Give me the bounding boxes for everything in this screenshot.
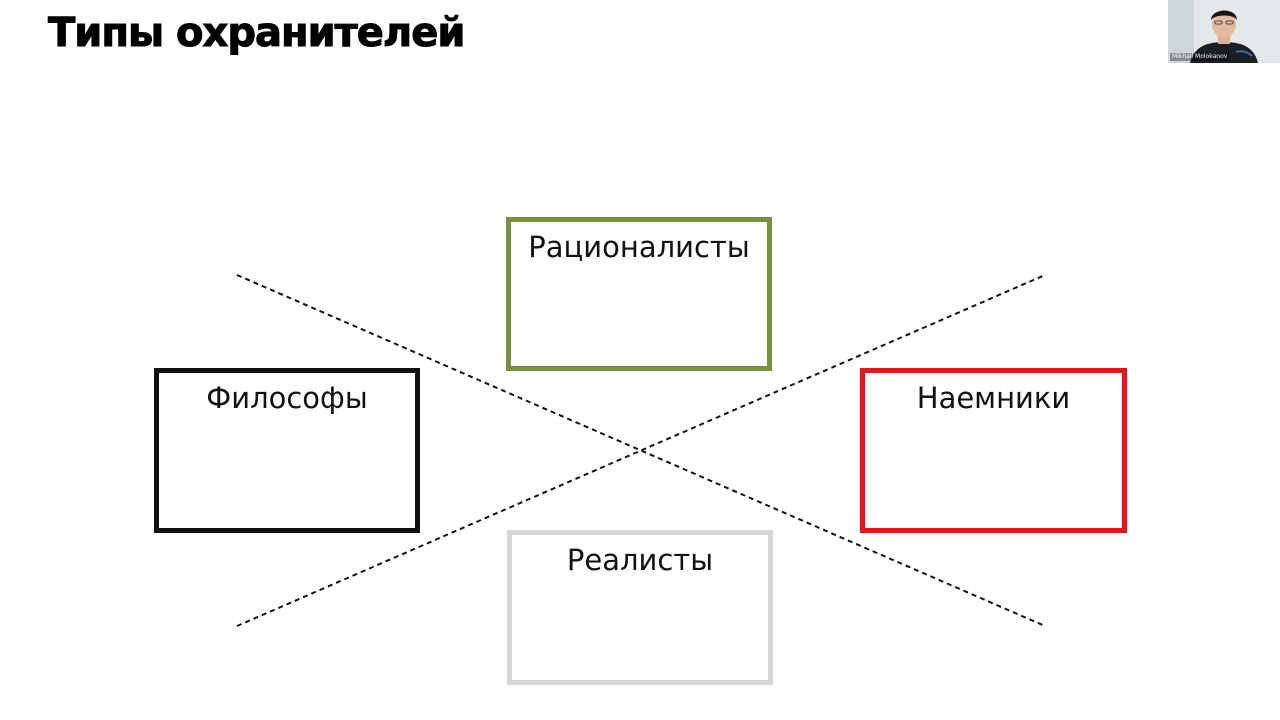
axis-line-descending: [236, 274, 1046, 627]
box-realists-label: Реалисты: [566, 543, 714, 577]
box-rationalists-label: Рационалисты: [528, 230, 750, 264]
participant-avatar-icon: [1168, 0, 1280, 63]
axis-line-ascending: [236, 274, 1046, 627]
box-philosophers: Философы: [154, 368, 420, 533]
slide-title: Типы охранителей: [47, 10, 465, 57]
box-rationalists: Рационалисты: [506, 217, 772, 371]
box-realists: Реалисты: [507, 530, 773, 685]
box-mercenaries-label: Наемники: [916, 381, 1071, 415]
box-philosophers-label: Философы: [206, 381, 368, 415]
box-mercenaries: Наемники: [860, 368, 1127, 533]
participant-name: Mikhail Molokanov: [1170, 53, 1230, 61]
participant-video-tile[interactable]: Mikhail Molokanov: [1168, 0, 1280, 63]
